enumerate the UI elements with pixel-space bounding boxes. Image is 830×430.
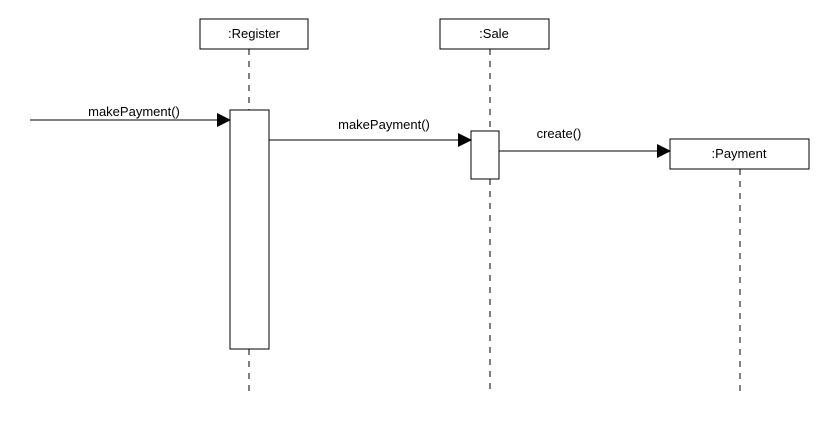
- message-make-payment: makePayment(): [269, 117, 472, 147]
- message-label-2: makePayment(): [338, 117, 430, 132]
- activation-sale: [470, 130, 500, 180]
- participant-sale-box: [439, 18, 550, 50]
- activation-register: [229, 109, 270, 350]
- participant-sale: :Sale: [439, 18, 550, 50]
- participant-sale-label: :Sale: [479, 26, 509, 41]
- message-label-1: makePayment(): [88, 104, 180, 119]
- message-make-payment-found: makePayment(): [30, 104, 231, 127]
- participant-register: :Register: [199, 18, 309, 50]
- message-create: create(): [499, 126, 671, 158]
- message-label-3: create(): [537, 126, 582, 141]
- participant-register-box: [199, 18, 309, 50]
- participant-register-label: :Register: [228, 26, 281, 41]
- participant-payment: :Payment: [669, 138, 810, 170]
- participant-payment-label: :Payment: [712, 146, 767, 161]
